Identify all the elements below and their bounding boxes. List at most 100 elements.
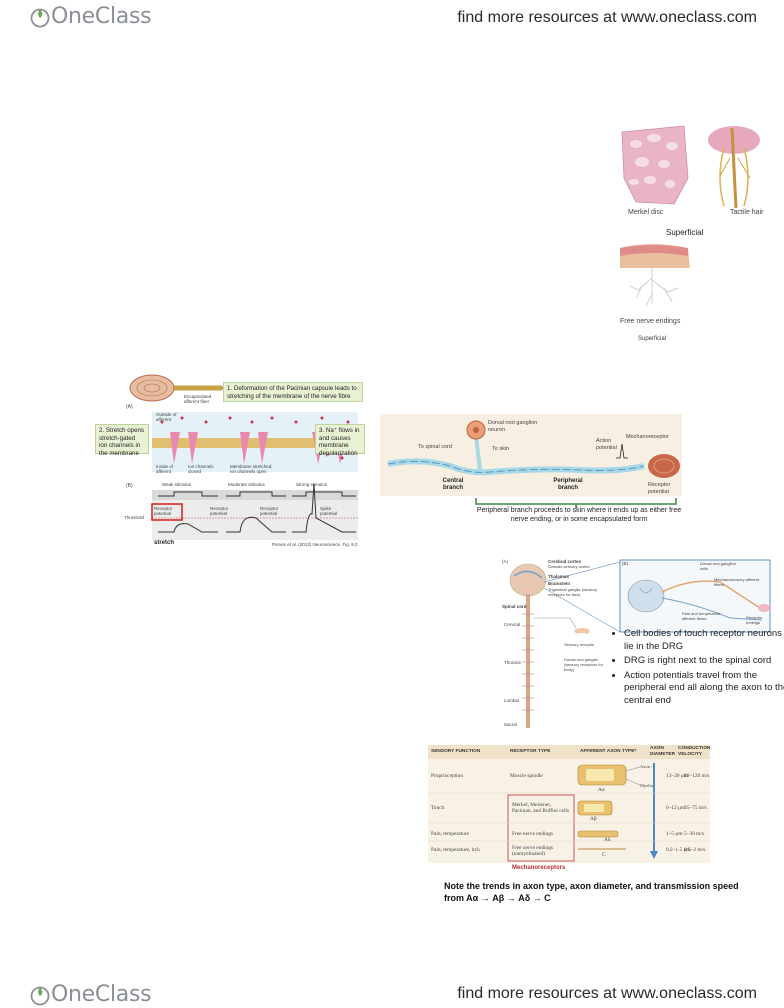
cerebral-cortex-label: Cerebral cortex [548,559,582,564]
axon-table-figure: SENSORY FUNCTION RECEPTOR TYPE AFFERENT … [428,745,711,877]
thalamus-label: Thalamus [548,574,570,579]
axon-diagram [428,763,710,862]
row3-function: Pain, temperature [431,831,470,837]
mechanosensory-label: Mechanosensory afferent fibers [714,577,760,587]
superficial-receptors-illustration [620,125,760,307]
row4-receptor: Free nerve endings (unmyelinated) [512,845,554,857]
row2-receptor: Merkel, Meissner, Pacinian, and Ruffini … [512,802,570,814]
step3-box: 3. Na⁺ flows in and causes membrane depo… [315,424,365,457]
row3-diameter: 1–5 μm [666,831,683,837]
superficial-receptors-figure: Merkel disc Tactile hair Superficial Fre… [612,118,770,350]
drg-figure-background [380,414,682,496]
row1-velocity: 80–120 m/s [684,773,710,779]
promo-link[interactable]: find more resources at www.oneclass.com [457,9,757,26]
spinal-cord-illustration [509,559,771,728]
merkel-disc-label: Merkel disc [628,209,664,216]
central-branch-label: Central branch [442,478,464,491]
row4-velocity: 0.5–2 m/s [684,847,706,853]
row2-function: Touch [431,805,445,811]
panel-b-label: (B) [126,483,133,489]
inside-label: Inside of afferent [156,464,174,474]
drg-neuron-figure: Dorsal root ganglion neuron To spinal co… [380,414,682,536]
row1-function: Proprioception [431,773,464,779]
superficial-label-1: Superficial [666,228,704,237]
somatic-cortex-label: Somatic sensory cortex [548,564,590,569]
pacinian-figure: (A) Encapsulated afferent fiber 1. Defor… [95,372,370,552]
bullet-item: Cell bodies of touch receptor neurons li… [624,628,784,653]
drg-caption: Peripheral branch proceeds to skin where… [476,507,682,523]
row4-axon: C [602,852,606,858]
receptor-potential-3: Receptor potential [260,506,279,516]
tactile-hair-label: Tactile hair [730,209,764,216]
spike-potential-label: Spike potential [320,506,338,516]
row3-velocity: 5–30 m/s [684,831,704,837]
row1-receptor: Muscle spindle [510,773,543,779]
row1-diameter: 13–20 μm [666,773,688,779]
to-skin-label: To skin [492,446,510,452]
sacral-label: Sacral [504,722,517,727]
spinal-cord-label: Spinal cord [502,604,527,609]
pacinian-illustration [129,374,358,540]
row4-diameter: 0.2–1.5 μm [666,847,691,853]
oneclass-leaf-icon [30,986,50,1005]
drg-bullet-list: Cell bodies of touch receptor neurons li… [612,628,784,709]
stretch-label: stretch [154,540,175,546]
citation-label: Purves et al. (2013) Neuroscience. Fig. … [272,542,358,547]
row1-axon: Aα [598,787,605,793]
row2-diameter: 6–12 μm [666,805,686,811]
free-nerve-endings-label: Free nerve endings [620,318,681,325]
axon-label: Axon [640,764,650,769]
dorsal-root-cells-label: Dorsal root ganglion cells [700,561,736,571]
receptor-potential-2: Receptor potential [210,506,229,516]
axon-table-background [428,745,710,863]
dorsal-root-ganglia-label: Dorsal root ganglia (sensory receptors f… [564,657,603,672]
cervical-label: Cervical [504,622,521,627]
ion-closed-label: Ion channels closed [188,464,214,474]
pain-fibers-label: Pain and temperature afferent fibers [682,611,721,621]
bullet-item: DRG is right next to the spinal cord [624,655,784,668]
dorsal-root-label: Dorsal root ganglion neuron [488,420,538,433]
step1-box: 1. Deformation of the Pacinian capsule l… [223,382,363,402]
strong-stimulus-label: Strong stimulus [296,482,328,487]
row4-function: Pain, temperature, itch [431,847,480,853]
spinal-panel-a: (A) [502,559,508,564]
footer-logo-text: OneClass [51,982,152,1007]
encapsulated-label: Encapsulated afferent fiber [184,394,212,404]
header-sensory-function: SENSORY FUNCTION [431,749,481,754]
row2-axon: Aβ [590,816,597,822]
thoracic-label: Thoracic [504,660,522,665]
moderate-stimulus-label: Moderate stimulus [228,482,265,487]
receptor-potential-1: Receptor potential [154,506,173,516]
row2-velocity: 35–75 m/s [684,805,707,811]
action-potential-label: Action potential [596,438,617,451]
mechanoreceptors-label: Mechanoreceptors [512,865,566,871]
bullet-item: Action potentials travel from the periph… [624,670,784,708]
oneclass-footer-logo[interactable]: OneClass [30,982,152,1007]
spinal-cord-figure: (A) Cerebral cortex Somatic sensory cort… [500,558,776,734]
header-axon-diameter: AXON DIAMETER [650,746,676,757]
logo-text: OneClass [51,4,152,29]
drg-illustration [387,420,680,508]
weak-stimulus-label: Weak stimulus [162,482,192,487]
outside-label: Outside of afferent [156,412,177,422]
lumbar-label: Lumbar [504,698,520,703]
oneclass-leaf-icon [30,8,50,27]
sensory-receptor-label: Sensory receptor [564,642,595,647]
brainstem-label: Brainstem [548,581,571,586]
header-afferent-axon-type: AFFERENT AXON TYPE* [580,749,637,754]
membrane-label: Membrane stretched; ion channels open [230,464,273,474]
header-conduction-velocity: CONDUCTION VELOCITY [678,746,711,757]
trend-note: Note the trends in axon type, axon diame… [444,881,739,903]
axon-table-header-bar [428,745,710,759]
row3-axon: Aδ [604,837,611,843]
peripheral-branch-label: Peripheral branch [553,478,583,491]
to-spinal-cord-label: To spinal cord [418,444,452,450]
receptor-endings-label: Receptor endings [746,615,763,625]
threshold-label: Threshold [124,515,145,520]
oneclass-logo[interactable]: OneClass [30,4,152,29]
mechanoreceptor-label: Mechanoreceptor [626,434,669,440]
row3-receptor: Free nerve endings [512,831,554,837]
spinal-panel-b: (B) [622,561,628,566]
footer-promo-link[interactable]: find more resources at www.oneclass.com [457,985,757,1002]
panel-a-label: (A) [126,404,133,410]
